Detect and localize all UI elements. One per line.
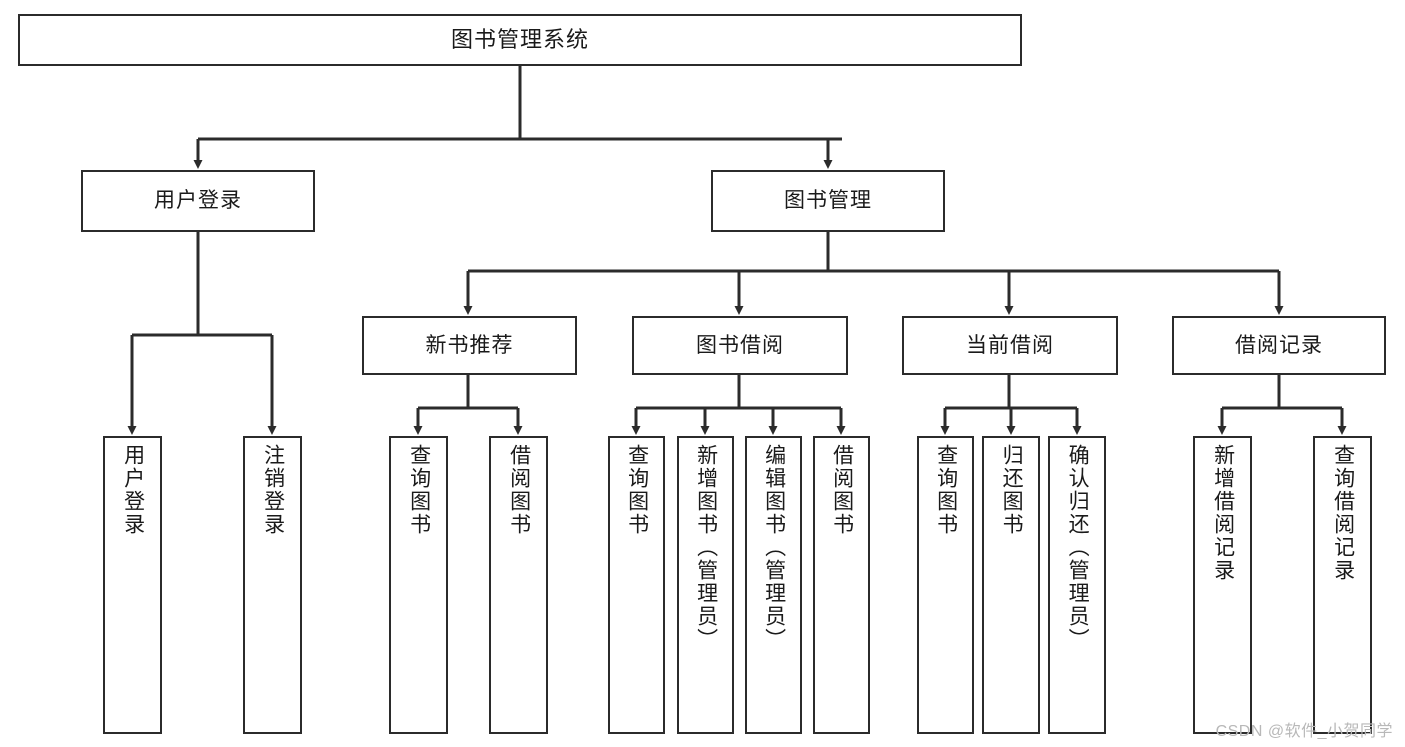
leaf-new-books-query[interactable]: 查询图书 (389, 436, 448, 734)
node-book-management-label: 图书管理 (784, 189, 872, 213)
leaf-user-login-label: 用户登录 (121, 444, 145, 536)
leaf-user-login[interactable]: 用户登录 (103, 436, 162, 734)
leaf-current-query-books-label: 查询图书 (934, 444, 958, 536)
leaf-new-books-query-label: 查询图书 (407, 444, 431, 536)
leaf-new-books-borrow[interactable]: 借阅图书 (489, 436, 548, 734)
leaf-borrow-query-books[interactable]: 查询图书 (608, 436, 665, 734)
leaf-logout[interactable]: 注销登录 (243, 436, 302, 734)
leaf-edit-book-admin-label: 编辑图书（管理员） (762, 444, 786, 651)
leaf-edit-book-admin[interactable]: 编辑图书（管理员） (745, 436, 802, 734)
leaf-add-borrow-record-label: 新增借阅记录 (1211, 444, 1235, 582)
leaf-logout-label: 注销登录 (261, 444, 285, 536)
node-book-borrowing-label: 图书借阅 (696, 333, 784, 357)
leaf-add-book-admin[interactable]: 新增图书（管理员） (677, 436, 734, 734)
node-user-login[interactable]: 用户登录 (81, 170, 315, 232)
node-borrow-records-label: 借阅记录 (1235, 333, 1323, 357)
node-new-book-recommendation-label: 新书推荐 (425, 333, 514, 357)
node-current-borrowing-label: 当前借阅 (966, 333, 1054, 357)
node-root[interactable]: 图书管理系统 (18, 14, 1022, 66)
leaf-add-book-admin-label: 新增图书（管理员） (694, 444, 718, 651)
leaf-query-borrow-record[interactable]: 查询借阅记录 (1313, 436, 1372, 734)
leaf-new-books-borrow-label: 借阅图书 (507, 444, 531, 536)
leaf-return-book-label: 归还图书 (1000, 444, 1024, 536)
node-book-management[interactable]: 图书管理 (711, 170, 945, 232)
leaf-query-borrow-record-label: 查询借阅记录 (1331, 444, 1355, 582)
leaf-borrow-query-books-label: 查询图书 (625, 444, 649, 536)
node-borrow-records[interactable]: 借阅记录 (1172, 316, 1386, 375)
node-root-label: 图书管理系统 (450, 26, 589, 52)
leaf-borrow-book[interactable]: 借阅图书 (813, 436, 870, 734)
leaf-confirm-return-admin[interactable]: 确认归还（管理员） (1048, 436, 1106, 734)
node-current-borrowing[interactable]: 当前借阅 (902, 316, 1118, 375)
node-user-login-label: 用户登录 (154, 189, 242, 213)
leaf-borrow-book-label: 借阅图书 (830, 444, 854, 536)
node-new-book-recommendation[interactable]: 新书推荐 (362, 316, 577, 375)
leaf-return-book[interactable]: 归还图书 (982, 436, 1040, 734)
leaf-confirm-return-admin-label: 确认归还（管理员） (1066, 444, 1090, 651)
node-book-borrowing[interactable]: 图书借阅 (632, 316, 848, 375)
leaf-add-borrow-record[interactable]: 新增借阅记录 (1193, 436, 1252, 734)
leaf-current-query-books[interactable]: 查询图书 (917, 436, 974, 734)
